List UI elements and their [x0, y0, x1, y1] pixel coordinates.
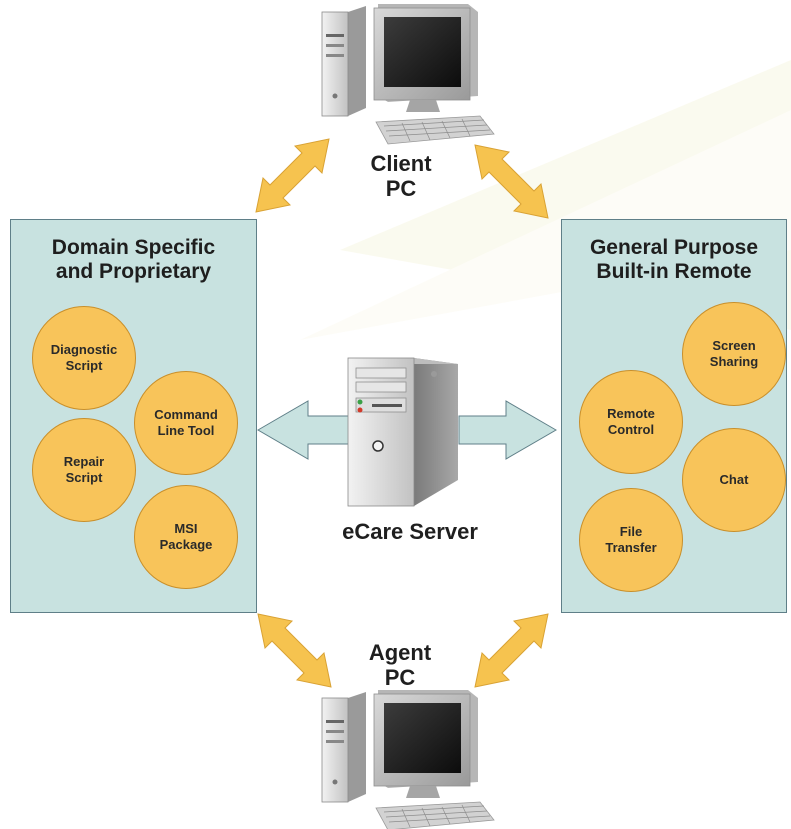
arrow-agent-left	[257, 613, 332, 688]
client-pc-label: Client PC	[370, 151, 432, 201]
agent-computer-icon	[321, 690, 495, 829]
agent-pc-label: Agent PC	[368, 640, 432, 690]
bubble-repair-script: Repair Script	[32, 418, 136, 522]
bubble-label: Remote Control	[607, 406, 655, 437]
arrow-server-right	[458, 400, 557, 460]
arrow-client-right	[474, 144, 549, 219]
bubble-remote-control: Remote Control	[579, 370, 683, 474]
arrow-server-left	[257, 400, 356, 460]
arrow-client-left	[255, 138, 330, 213]
bubble-label: Chat	[719, 472, 749, 488]
bubble-screen-sharing: Screen Sharing	[682, 302, 786, 406]
client-computer-icon	[321, 4, 495, 145]
right-panel-title: General Purpose Built-in Remote	[589, 236, 759, 284]
arrow-agent-right	[474, 613, 549, 688]
bubble-command-line-tool: Command Line Tool	[134, 371, 238, 475]
server-label: eCare Server	[342, 519, 478, 544]
orange-arrows	[255, 138, 549, 688]
bubble-chat: Chat	[682, 428, 786, 532]
bubble-msi-package: MSI Package	[134, 485, 238, 589]
server-icon	[347, 357, 458, 507]
bubble-label: Repair Script	[63, 454, 105, 485]
bubble-label: File Transfer	[605, 524, 657, 555]
bubble-file-transfer: File Transfer	[579, 488, 683, 592]
bubble-label: MSI Package	[159, 521, 213, 552]
left-panel-title: Domain Specific and Proprietary	[51, 236, 216, 284]
bubble-label: Command Line Tool	[154, 407, 218, 438]
bubble-diagnostic-script: Diagnostic Script	[32, 306, 136, 410]
bubble-label: Diagnostic Script	[50, 342, 118, 373]
bubble-label: Screen Sharing	[709, 338, 759, 369]
